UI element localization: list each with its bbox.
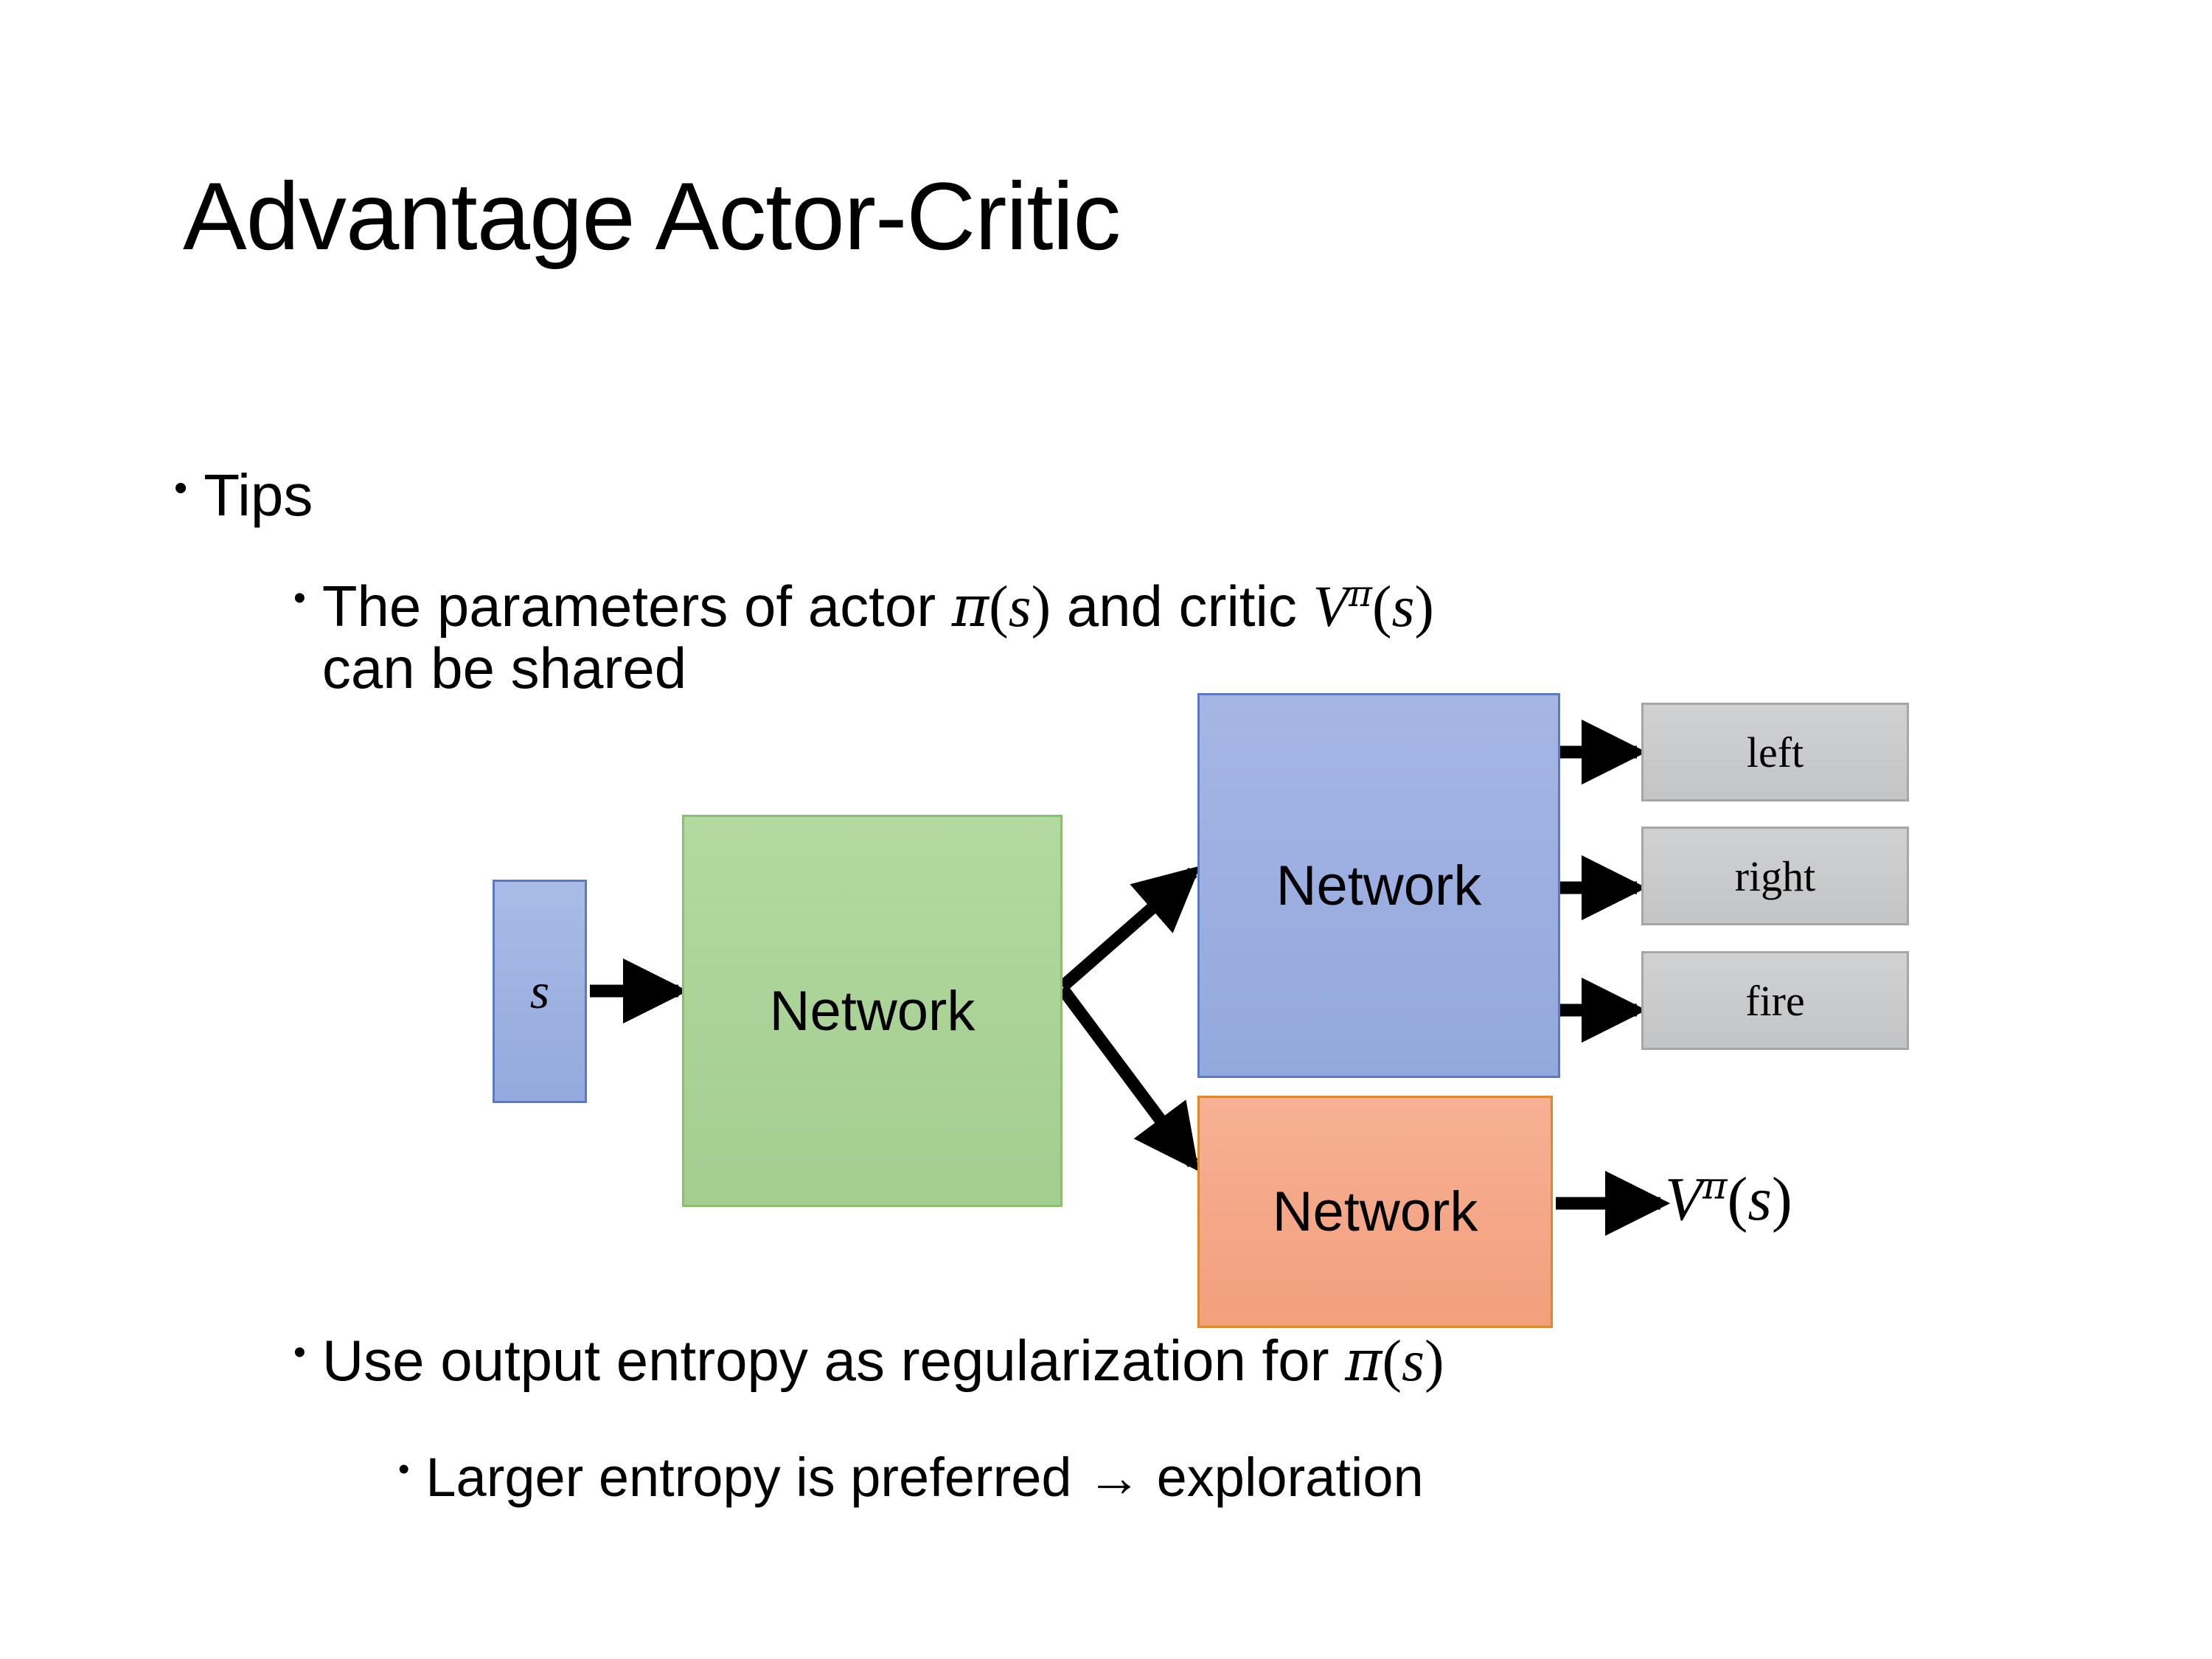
bullet-output-entropy: • Use output entropy as regularization f… xyxy=(293,1328,1444,1394)
paren-close: ) xyxy=(1424,1329,1444,1394)
state-symbol: s xyxy=(1391,574,1415,639)
bullet-larger-entropy-label: Larger entropy is preferred → exploratio… xyxy=(425,1447,1424,1508)
bullet-marker-icon: • xyxy=(398,1451,410,1487)
diagram-action-box-fire[interactable]: fire xyxy=(1641,951,1909,1050)
diagram-value-output-label: Vπ(s) xyxy=(1665,1164,1792,1235)
v-superscript-pi: π xyxy=(1349,574,1372,615)
arrow-shared-to-critic-network xyxy=(1057,984,1199,1172)
bullet-shared-parameters: • The parameters of actor π(s) and criti… xyxy=(293,574,1916,700)
paren-open: ( xyxy=(1371,574,1392,639)
diagram-input-state-box[interactable]: s xyxy=(493,880,587,1103)
text-use-output-entropy: Use output entropy as regularization for xyxy=(321,1328,1346,1393)
paren-close: ) xyxy=(1031,574,1051,639)
paren-close: ) xyxy=(1414,574,1434,639)
bullet-marker-icon: • xyxy=(174,467,188,509)
bullet-tips: • Tips xyxy=(174,465,313,526)
v-symbol: V xyxy=(1665,1165,1703,1234)
diagram-shared-network-box[interactable]: Network xyxy=(682,815,1062,1207)
text-and-critic: and critic xyxy=(1051,574,1313,639)
state-symbol: s xyxy=(1402,1329,1425,1394)
paren-open: ( xyxy=(1727,1165,1748,1234)
diagram-action-box-left[interactable]: left xyxy=(1641,703,1909,801)
bullet-output-entropy-label: Use output entropy as regularization for… xyxy=(321,1328,1444,1394)
state-symbol: s xyxy=(1008,574,1032,639)
text-the-parameters-of-actor: The parameters of actor xyxy=(321,574,952,639)
state-symbol: s xyxy=(1747,1165,1772,1234)
diagram-actor-network-box[interactable]: Network xyxy=(1197,693,1560,1078)
arrow-shared-to-actor-network xyxy=(1058,866,1200,992)
diagram-action-box-right[interactable]: right xyxy=(1641,827,1909,925)
pi-symbol: π xyxy=(951,574,990,640)
paren-close: ) xyxy=(1771,1165,1792,1234)
bullet-marker-icon: • xyxy=(293,579,306,618)
bullet-marker-icon: • xyxy=(293,1333,306,1372)
pi-symbol: π xyxy=(1345,1329,1382,1394)
v-superscript-pi: π xyxy=(1703,1164,1728,1208)
bullet-shared-parameters-label: The parameters of actor π(s) and critic … xyxy=(321,574,1434,700)
page-title: Advantage Actor-Critic xyxy=(183,162,1121,270)
text-can-be-shared: can be shared xyxy=(321,635,687,700)
paren-open: ( xyxy=(989,574,1009,639)
bullet-larger-entropy: • Larger entropy is preferred → explorat… xyxy=(398,1449,1424,1506)
v-symbol: V xyxy=(1312,574,1349,639)
paren-open: ( xyxy=(1382,1329,1402,1394)
diagram-critic-network-box[interactable]: Network xyxy=(1197,1096,1553,1328)
bullet-tips-label: Tips xyxy=(204,462,313,528)
